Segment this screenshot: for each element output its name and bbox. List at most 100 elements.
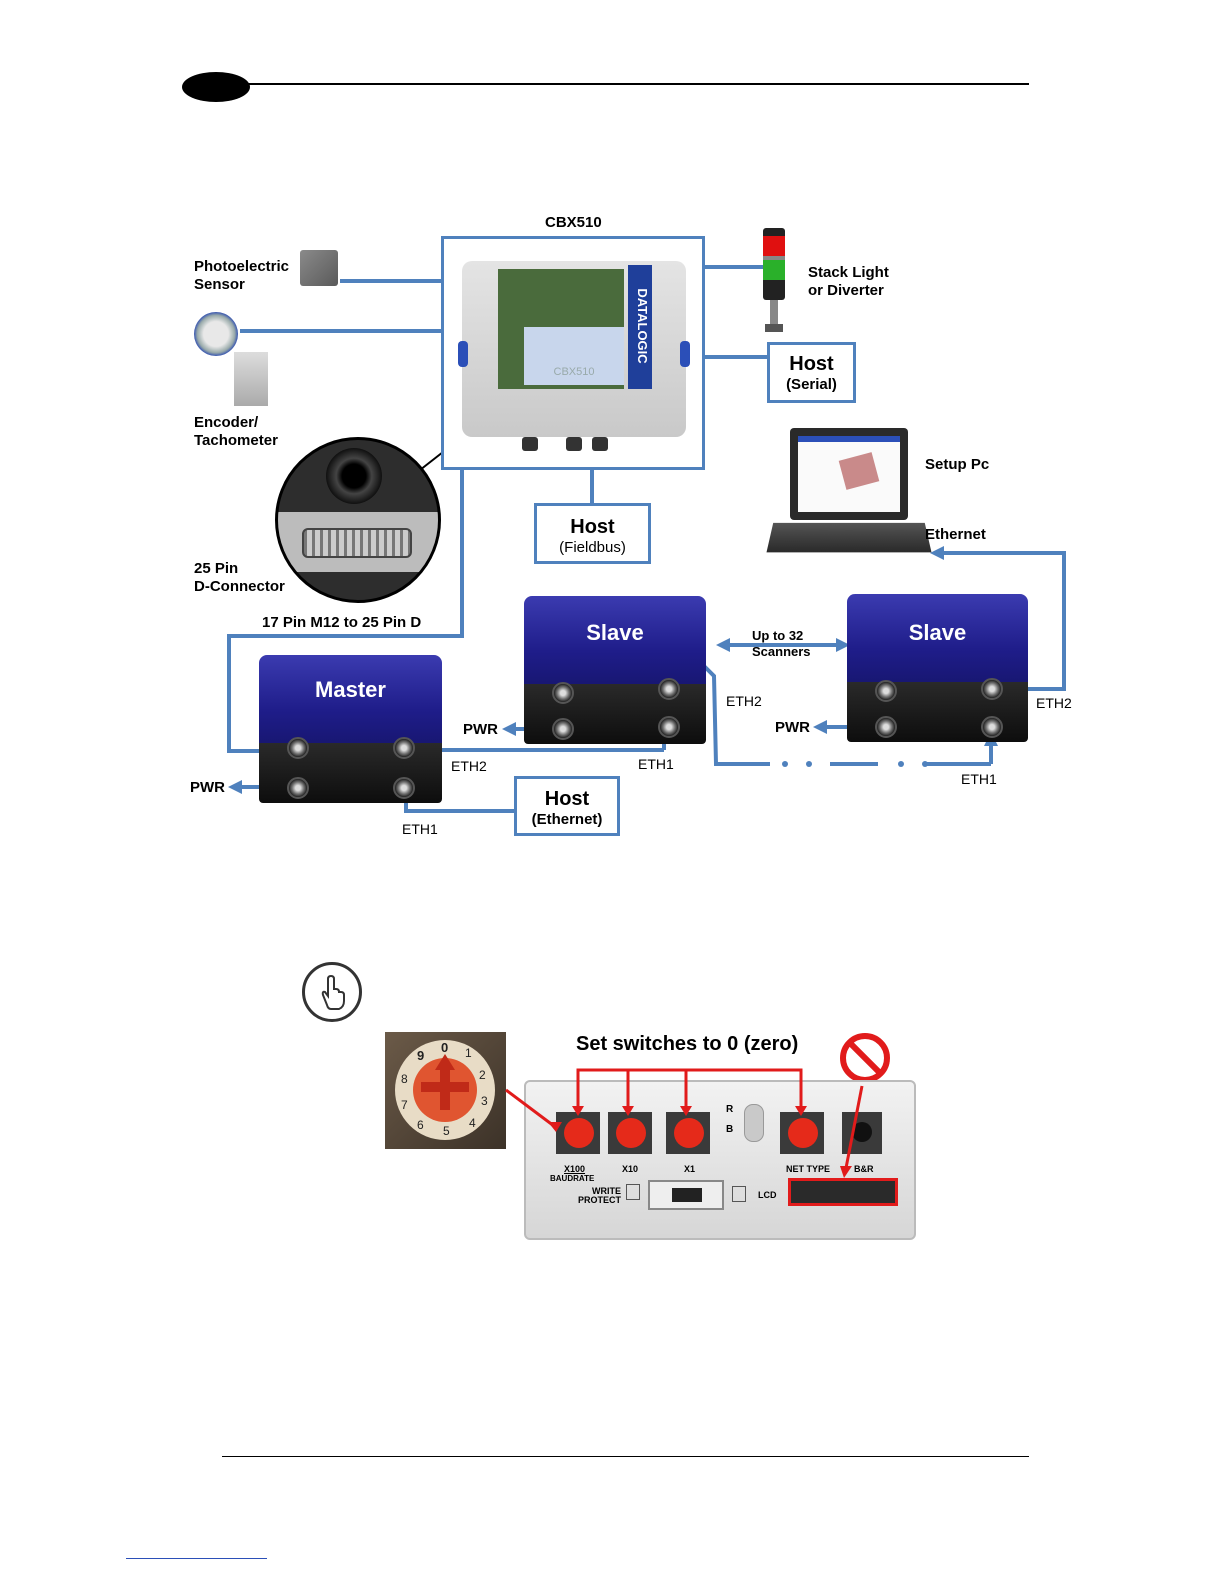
host-ethernet-sub: (Ethernet) bbox=[531, 811, 603, 828]
label-lcd: LCD bbox=[758, 1190, 777, 1200]
setup-pc-label: Setup Pc bbox=[925, 456, 990, 473]
encoder-label: Encoder/ Tachometer bbox=[194, 414, 278, 449]
label-x100: X100 bbox=[564, 1164, 586, 1174]
dial-digit-3: 3 bbox=[481, 1094, 488, 1108]
label-net-type: NET TYPE bbox=[786, 1164, 831, 1174]
up-to-label: Up to 32 Scanners bbox=[752, 628, 811, 659]
header-tab bbox=[182, 72, 250, 102]
lock-icon bbox=[626, 1184, 640, 1200]
eth1-label-slave-1: ETH1 bbox=[638, 756, 674, 772]
host-ethernet-box: Host (Ethernet) bbox=[514, 776, 620, 836]
encoder-image bbox=[194, 312, 238, 356]
dial-digit-8: 8 bbox=[401, 1072, 408, 1086]
master-eth2-connector bbox=[393, 737, 415, 759]
photoelectric-sensor-label: Photoelectric Sensor bbox=[194, 258, 290, 293]
switch-module: R B X100 BAUDRATE X10 X1 NET TYPE B&R WR… bbox=[524, 1080, 916, 1240]
footer-link-rule bbox=[126, 1558, 267, 1559]
cbx-frame: CBX510 DATALOGIC bbox=[441, 236, 705, 470]
label-baudrate: BAUDRATE bbox=[550, 1174, 595, 1183]
label-br: B&R bbox=[854, 1164, 874, 1174]
cable-gland bbox=[566, 437, 582, 451]
rotary-switch-x10 bbox=[608, 1112, 652, 1154]
slave-2-eth1-connector bbox=[981, 716, 1003, 738]
slave-1-eth1-connector bbox=[658, 716, 680, 738]
cbx-window: CBX510 bbox=[524, 327, 624, 385]
d-connector-label: 25 Pin D-Connector bbox=[194, 560, 285, 595]
slave-2-io-connector bbox=[875, 680, 897, 702]
slave-scanner-2: Slave bbox=[847, 594, 1028, 744]
rotary-switch-x100 bbox=[556, 1112, 600, 1154]
callout-lines bbox=[505, 1068, 864, 1178]
host-ethernet-title: Host bbox=[544, 788, 590, 810]
switch-title: Set switches to 0 (zero) bbox=[576, 1033, 799, 1055]
footer-rule bbox=[222, 1456, 1029, 1457]
label-x1: X1 bbox=[684, 1164, 696, 1174]
lcd-display bbox=[788, 1178, 898, 1206]
master-scanner: Master bbox=[259, 655, 442, 805]
dial-digit-7: 7 bbox=[401, 1098, 408, 1112]
label-b: B bbox=[726, 1124, 734, 1135]
laptop-base bbox=[766, 522, 932, 553]
label-protect: PROTECT bbox=[578, 1195, 622, 1205]
slave-1-eth2-connector bbox=[658, 678, 680, 700]
encoder-bracket bbox=[234, 352, 268, 406]
slave-1-label: Slave bbox=[524, 596, 706, 688]
cbx-left-clip bbox=[458, 341, 468, 367]
d-connector-zoom bbox=[275, 437, 441, 603]
slave-2-label: Slave bbox=[847, 594, 1028, 686]
host-serial-sub: (Serial) bbox=[786, 376, 837, 393]
d-connector-image bbox=[278, 512, 438, 572]
write-protect-switch bbox=[648, 1180, 724, 1210]
eth2-label-slave-1: ETH2 bbox=[726, 693, 762, 709]
led-window bbox=[744, 1104, 764, 1142]
dial-digit-2: 2 bbox=[479, 1068, 486, 1082]
dial-digit-4: 4 bbox=[469, 1116, 476, 1130]
eth1-label-slave-2: ETH1 bbox=[961, 771, 997, 787]
datalogic-logo: DATALOGIC bbox=[635, 288, 650, 364]
pwr-label-master: PWR bbox=[190, 779, 225, 796]
header-rule bbox=[222, 83, 1029, 85]
eth2-label-master: ETH2 bbox=[451, 758, 487, 774]
host-serial-title: Host bbox=[789, 353, 834, 375]
stack-light-label: Stack Light or Diverter bbox=[808, 264, 889, 299]
master-label: Master bbox=[259, 655, 442, 747]
pwr-label-slave-1: PWR bbox=[463, 721, 498, 738]
cbx-title: CBX510 bbox=[545, 214, 602, 231]
rotary-switch-net-type bbox=[780, 1112, 824, 1154]
eth2-label-slave-2: ETH2 bbox=[1036, 695, 1072, 711]
slave-2-eth2-connector bbox=[981, 678, 1003, 700]
eth1-label-master: ETH1 bbox=[402, 821, 438, 837]
host-fieldbus-box: Host (Fieldbus) bbox=[534, 503, 651, 564]
dial-digit-1: 1 bbox=[465, 1046, 472, 1060]
label-r: R bbox=[726, 1104, 734, 1115]
cable-label: 17 Pin M12 to 25 Pin D bbox=[262, 614, 422, 631]
host-fieldbus-sub: (Fieldbus) bbox=[559, 539, 626, 556]
master-io-connector bbox=[287, 737, 309, 759]
label-write: WRITE bbox=[592, 1186, 621, 1196]
rotary-switch-photo: 0 1 2 3 4 5 6 7 8 9 bbox=[385, 1032, 506, 1149]
master-pwr-connector bbox=[287, 777, 309, 799]
pointing-hand-icon bbox=[302, 962, 362, 1022]
photoelectric-sensor-image bbox=[300, 250, 338, 286]
cable-gland bbox=[522, 437, 538, 451]
slave-2-pwr-connector bbox=[875, 716, 897, 738]
slave-1-pwr-connector bbox=[552, 718, 574, 740]
stack-light-pole bbox=[770, 300, 778, 326]
dial-digit-0: 0 bbox=[441, 1040, 449, 1055]
unlock-icon bbox=[732, 1186, 746, 1202]
stack-light-base bbox=[765, 324, 783, 332]
laptop-image bbox=[766, 428, 932, 564]
datalogic-stripe bbox=[628, 265, 652, 389]
slave-1-io-connector bbox=[552, 682, 574, 704]
pwr-label-slave-2: PWR bbox=[775, 719, 810, 736]
host-fieldbus-title: Host bbox=[570, 516, 615, 538]
cbx-right-clip bbox=[680, 341, 690, 367]
stack-light-image bbox=[763, 228, 785, 300]
dial-digit-6: 6 bbox=[417, 1118, 424, 1132]
dial-arrow-icon bbox=[435, 1054, 455, 1070]
ethernet-label: Ethernet bbox=[925, 526, 986, 543]
label-x10: X10 bbox=[622, 1164, 639, 1174]
rotary-switch-x1 bbox=[666, 1112, 710, 1154]
dial-digit-9: 9 bbox=[417, 1048, 425, 1063]
laptop-screen bbox=[798, 436, 900, 512]
